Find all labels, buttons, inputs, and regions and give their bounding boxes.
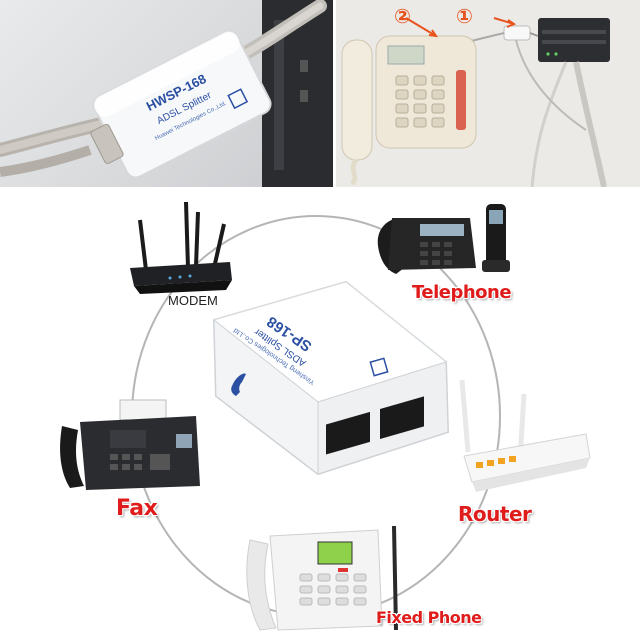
arrow-two — [405, 17, 437, 37]
desk-telephone — [341, 35, 477, 186]
modem-box — [538, 18, 610, 62]
phone-icon — [231, 373, 246, 396]
step-one-label: ① — [456, 4, 473, 28]
fax-label: Fax — [116, 496, 158, 521]
diagram-drawing: SP-168 ADSL Splitter Yinsheng Technologi… — [60, 201, 591, 631]
splitter-photo-left-drawing: HWSP-168 ADSL Splitter Huawei Technologi… — [0, 0, 333, 187]
fax-device — [60, 399, 200, 490]
router-label: Router — [458, 502, 532, 526]
step-two-label: ② — [394, 4, 411, 28]
telephone-devices — [377, 204, 510, 274]
small-splitter — [503, 25, 531, 41]
modem-device — [130, 201, 232, 294]
telephone-label: Telephone — [412, 282, 512, 303]
router-device — [459, 379, 591, 492]
fixed-phone-device — [246, 525, 398, 631]
connection-photo-right-drawing — [336, 0, 640, 187]
fixed-phone-label: Fixed Phone — [376, 608, 482, 627]
square-mark-icon — [369, 357, 389, 377]
connection-photo-right: ② ① — [336, 0, 640, 187]
hwsp-168-splitter: HWSP-168 ADSL Splitter Huawei Technologi… — [90, 30, 272, 179]
sp-168-splitter: SP-168 ADSL Splitter Yinsheng Technologi… — [212, 280, 450, 476]
splitter-photo-left: HWSP-168 ADSL Splitter Huawei Technologi… — [0, 0, 333, 187]
square-mark-icon — [227, 88, 249, 110]
arrow-one — [493, 17, 515, 25]
modem-label: MODEM — [168, 293, 218, 308]
connection-diagram: SP-168 ADSL Splitter Yinsheng Technologi… — [0, 190, 640, 640]
